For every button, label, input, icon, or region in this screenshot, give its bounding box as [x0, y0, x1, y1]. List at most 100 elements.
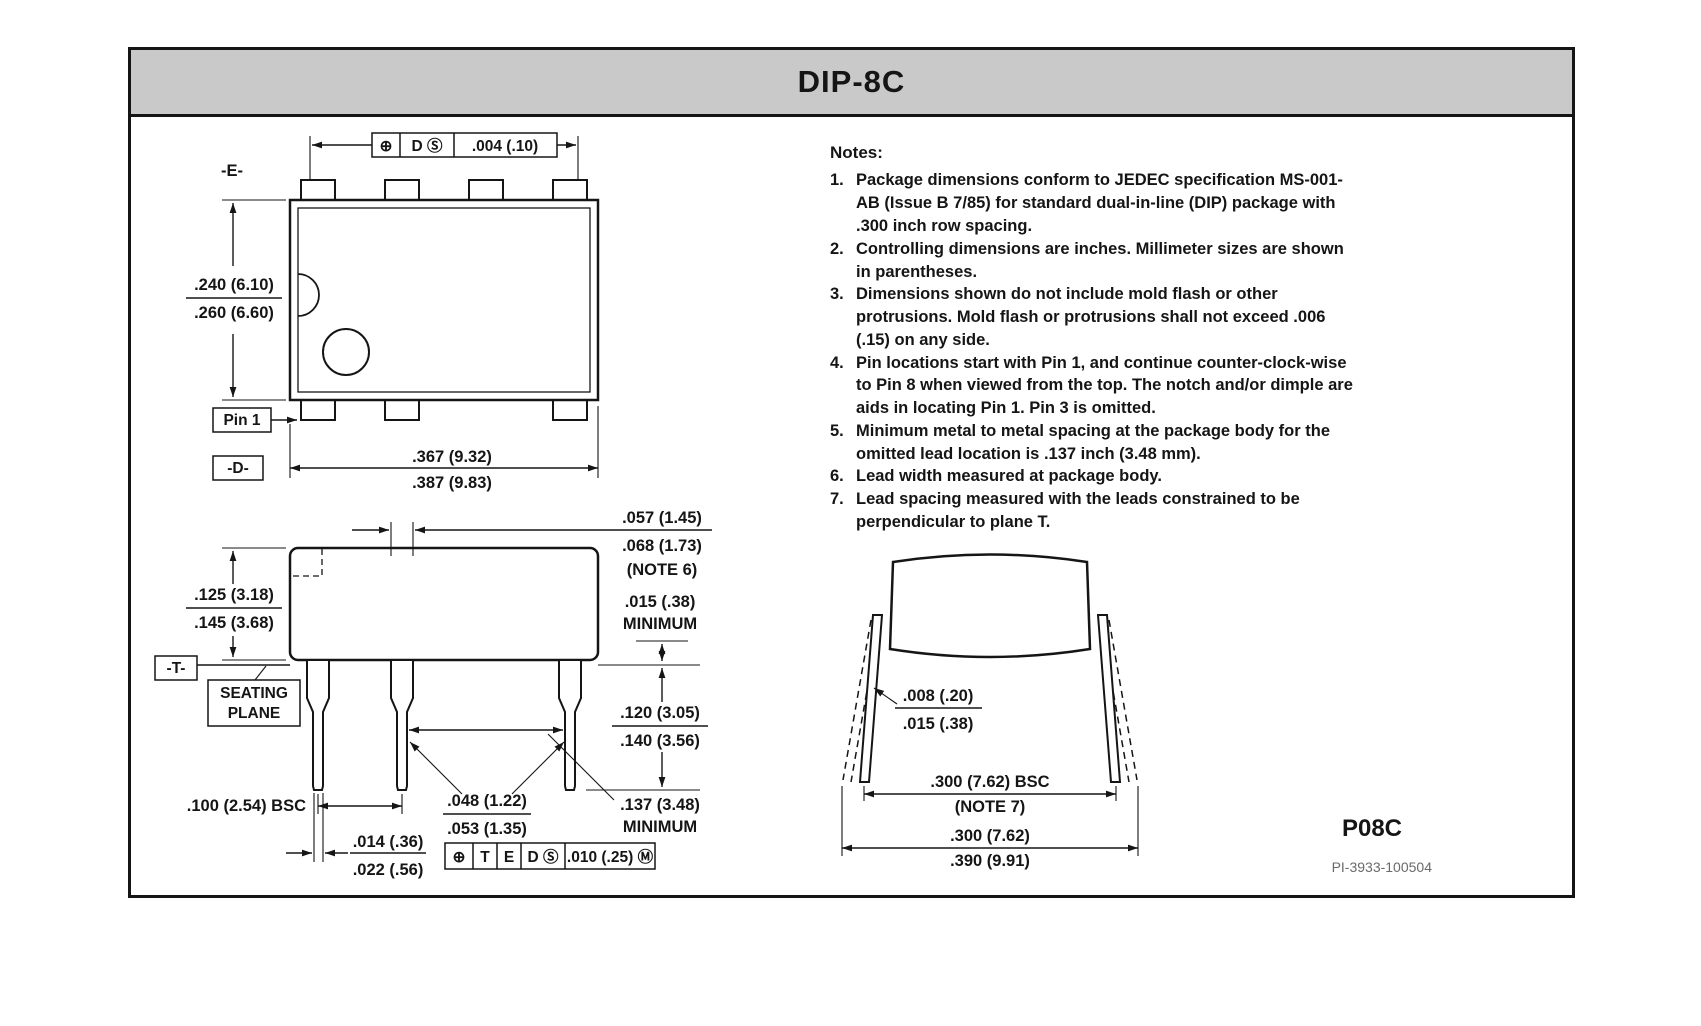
dim-lead-width-note: (NOTE 6): [627, 561, 698, 579]
note-number: 4.: [830, 353, 844, 372]
dim-lead-thickness-min: .014 (.36): [353, 833, 424, 851]
note-number: 2.: [830, 239, 844, 258]
page-title: DIP-8C: [797, 64, 906, 99]
dim-body-width-max: .387 (9.83): [412, 474, 492, 492]
leader-line: [873, 687, 898, 705]
drawing-frame: DIP-8C: [128, 47, 1575, 898]
note-number: 6.: [830, 467, 844, 486]
dim-row-spacing-val: .300 (7.62) BSC: [930, 773, 1049, 791]
note-item-7: 7. Lead spacing measured with the leads …: [830, 488, 1370, 534]
fcf-position-symbol: ⊕: [453, 849, 466, 866]
dim-lead-width-max: .068 (1.73): [622, 537, 702, 555]
dim-standoff-qual: MINIMUM: [623, 615, 697, 633]
fcf-tolerance: .004 (.10): [472, 138, 538, 155]
dim-body-thickness-min: .125 (3.18): [194, 586, 274, 604]
pin1-dimple-circle: [322, 328, 370, 376]
leader-line: [254, 665, 267, 681]
datum-t-label: -T-: [167, 660, 186, 677]
fcf-tolerance: .010 (.25) Ⓜ: [567, 847, 654, 866]
datum-d-label: -D-: [227, 460, 249, 477]
note-text: Controlling dimensions are inches. Milli…: [856, 239, 1344, 281]
leader-line: [409, 741, 463, 795]
datum-t-box: [154, 655, 198, 681]
footer-codes: P08C PI-3933-100504: [1332, 815, 1433, 875]
package-body-end-view: [888, 553, 1092, 659]
dim-body-width-min: .367 (9.32): [412, 448, 492, 466]
side-view-drawing: [197, 546, 700, 791]
note-text: Lead width measured at package body.: [856, 467, 1162, 486]
end-view-drawing: [842, 553, 1138, 783]
top-view-dimensions: ⊕ D Ⓢ .004 (.10) -E- .240 (6.10) .260 (6…: [186, 132, 599, 492]
dim-lead-spread-max: .390 (9.91): [950, 852, 1030, 870]
leader-line: [511, 741, 565, 795]
note-text: Dimensions shown do not include mold fla…: [856, 285, 1326, 349]
dim-body-height-max: .260 (6.60): [194, 304, 274, 322]
lead-right: [1096, 614, 1122, 783]
note-item-1: 1. Package dimensions conform to JEDEC s…: [830, 169, 1370, 237]
note-text: Pin locations start with Pin 1, and cont…: [856, 353, 1353, 418]
note-item-3: 3. Dimensions shown do not include mold …: [830, 283, 1370, 351]
dim-standoff-val: .015 (.38): [625, 593, 696, 611]
pin-1: [300, 397, 336, 421]
notes-heading: Notes:: [830, 143, 883, 162]
dim-omitted-gap-qual: MINIMUM: [623, 818, 697, 836]
pin1-label-box: [212, 407, 272, 433]
datum-e-label: -E-: [221, 162, 243, 180]
note-item-2: 2. Controlling dimensions are inches. Mi…: [830, 238, 1370, 284]
dim-omitted-gap-val: .137 (3.48): [620, 796, 700, 814]
dim-row-spacing-note: (NOTE 7): [955, 798, 1026, 816]
lead-left: [858, 614, 884, 783]
seating-plane-label-1: SEATING: [220, 685, 288, 702]
lead-2: [390, 659, 414, 791]
doc-number: PI-3933-100504: [1332, 859, 1433, 875]
seating-plane-box: [207, 679, 301, 727]
package-body-top-view: [288, 198, 600, 402]
note-item-5: 5. Minimum metal to metal spacing at the…: [830, 420, 1370, 466]
dim-body-thickness-max: .145 (3.68): [194, 614, 274, 632]
dim-lead-length-max: .140 (3.56): [620, 732, 700, 750]
note-text: Minimum metal to metal spacing at the pa…: [856, 421, 1331, 463]
lead-splay-dashed: [842, 619, 872, 781]
pin-5: [552, 179, 588, 203]
dim-lead-thickness-max: .022 (.56): [353, 861, 424, 879]
notes-panel: Notes: 1. Package dimensions conform to …: [830, 141, 1370, 534]
note-number: 7.: [830, 490, 844, 509]
fcf-position-symbol: ⊕: [380, 138, 393, 155]
dim-pitch: .100 (2.54) BSC: [187, 797, 306, 815]
package-body-side-view: [288, 546, 600, 662]
dim-lead-width-min: .057 (1.45): [622, 509, 702, 527]
datum-d-box: [212, 455, 264, 481]
pin-2: [384, 397, 420, 421]
dim-lead-thickness-min: .008 (.20): [903, 687, 974, 705]
dim-lead-length-min: .120 (3.05): [620, 704, 700, 722]
title-bar: DIP-8C: [131, 50, 1572, 117]
pin1-label: Pin 1: [223, 412, 260, 429]
note-item-6: 6. Lead width measured at package body.: [830, 465, 1370, 488]
note-item-4: 4. Pin locations start with Pin 1, and c…: [830, 352, 1370, 420]
dim-lead-tip-width-max: .053 (1.35): [447, 820, 527, 838]
package-body-inner-edge: [297, 207, 591, 393]
pin-4: [552, 397, 588, 421]
dim-body-height-min: .240 (6.10): [194, 276, 274, 294]
fcf-box: [444, 842, 656, 870]
dim-lead-thickness-max: .015 (.38): [903, 715, 974, 733]
fcf-datum: D Ⓢ: [411, 136, 443, 155]
fcf-datum-d: D Ⓢ: [527, 847, 559, 866]
fcf-datum-e: E: [504, 849, 514, 866]
lead-splay-dashed: [1108, 619, 1138, 781]
note-text: Lead spacing measured with the leads con…: [856, 490, 1300, 531]
dim-lead-spread-min: .300 (7.62): [950, 827, 1030, 845]
seating-plane-label-2: PLANE: [228, 705, 281, 722]
package-code: P08C: [1342, 815, 1402, 842]
lead-1: [306, 659, 330, 791]
note-number: 5.: [830, 421, 844, 440]
side-view-dimensions: .057 (1.45) .068 (1.73) (NOTE 6) .125 (3…: [154, 509, 712, 879]
end-view-dimensions: .008 (.20) .015 (.38) .300 (7.62) BSC (N…: [841, 687, 1139, 870]
dim-lead-tip-width-min: .048 (1.22): [447, 792, 527, 810]
fcf-datum-t: T: [480, 849, 490, 866]
pin-7: [384, 179, 420, 203]
note-number: 1.: [830, 171, 844, 190]
lead-4: [558, 659, 582, 791]
pin-6: [468, 179, 504, 203]
note-number: 3.: [830, 285, 844, 304]
